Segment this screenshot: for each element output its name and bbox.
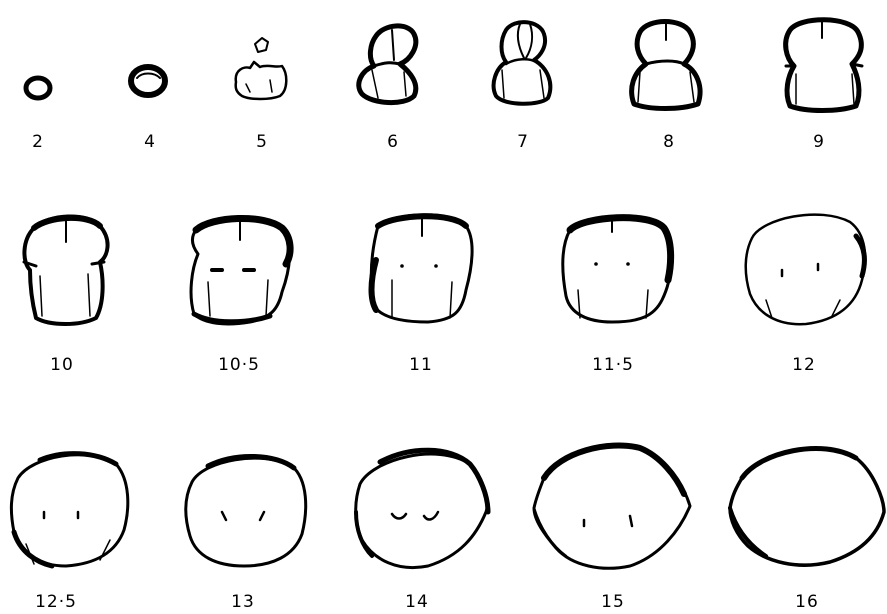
stage-label-16: 16: [772, 592, 842, 612]
